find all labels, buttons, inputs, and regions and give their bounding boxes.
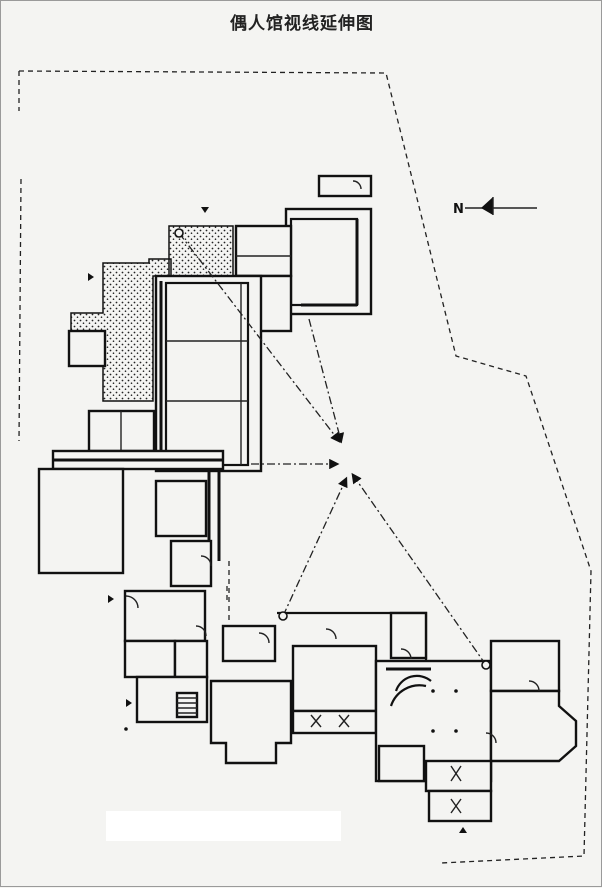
north-arrow: N [453, 197, 537, 217]
entrance-markers [88, 207, 467, 833]
diagram-title: 偶人馆视线延伸图 [230, 14, 374, 34]
sight-lines [178, 232, 487, 666]
corridor-west [37, 449, 225, 588]
door-swings [125, 180, 540, 744]
southwest-rooms [123, 589, 277, 724]
blank-label-area [106, 811, 341, 841]
viewpoints [174, 228, 491, 670]
main-hall [67, 274, 263, 473]
southeast-complex [374, 639, 578, 823]
north-label: N [453, 202, 464, 217]
site-boundary [18, 70, 592, 864]
dashed-walls [226, 561, 230, 621]
